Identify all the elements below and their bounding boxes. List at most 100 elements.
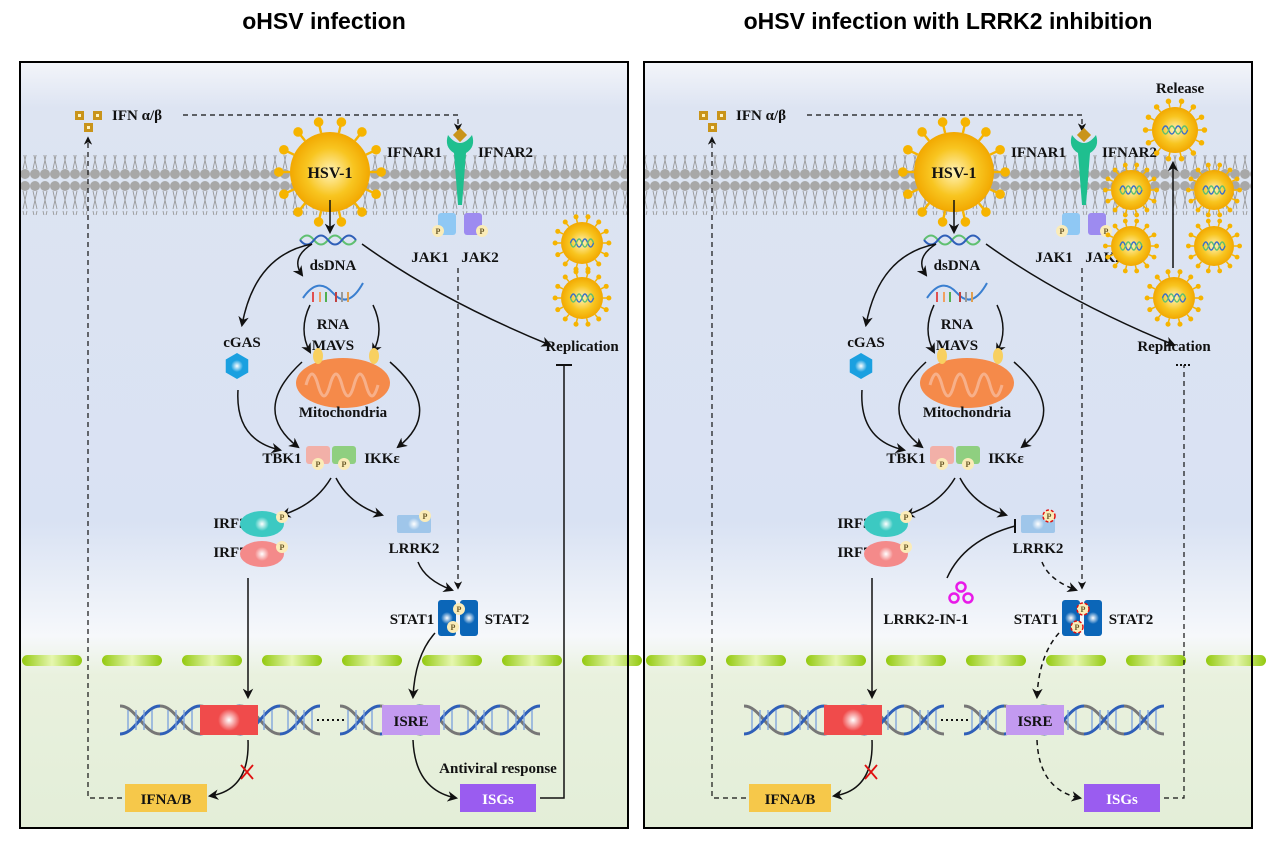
virus-spike-tip xyxy=(1198,114,1205,120)
ifnar-receptor xyxy=(1070,135,1098,205)
lrrk2-to-stat-arrow xyxy=(417,561,454,593)
mitochondria-label: Mitochondria xyxy=(299,405,388,421)
hsv1-virus: HSV-1 xyxy=(274,117,387,227)
phospho-badge: P xyxy=(312,458,324,470)
rna-label: RNA xyxy=(317,317,350,333)
lrrk2-label: LRRK2 xyxy=(1013,541,1064,557)
stat1-glow xyxy=(1065,612,1077,624)
phospho-label: P xyxy=(480,227,485,236)
ifn-molecule-core xyxy=(96,114,99,117)
dna-backbone xyxy=(339,704,381,736)
virus-spike-tip xyxy=(1237,187,1242,193)
phospho-label: P xyxy=(423,512,428,521)
isre-label: ISRE xyxy=(1017,714,1052,730)
tbk1-to-lrrk2-arrow xyxy=(335,477,385,518)
virus-spike-tip xyxy=(1205,268,1211,274)
virus-spike-tip xyxy=(1201,127,1208,133)
ikke-kinase xyxy=(956,446,980,464)
virus-spike-tip xyxy=(1105,232,1111,238)
ifnab-box xyxy=(125,784,207,812)
mitochondria-icon xyxy=(920,358,1014,408)
virus-spike-tip xyxy=(1195,263,1201,269)
ifn-bound-icon xyxy=(452,127,468,143)
virus-label: HSV-1 xyxy=(931,165,976,182)
virus-spike-tip xyxy=(917,207,927,217)
virus-spike-tip xyxy=(336,117,347,127)
released-virus xyxy=(1142,98,1208,162)
phospho-label: P xyxy=(1081,605,1086,614)
virus-spike-tip xyxy=(1147,307,1153,313)
replicating-virus xyxy=(1186,162,1242,218)
isre-label: ISRE xyxy=(393,714,428,730)
jak2-label: JAK2 xyxy=(461,250,499,266)
virus-spike-tip xyxy=(555,252,561,258)
dna-backbone xyxy=(963,704,1005,736)
virus-spike-tip xyxy=(1237,243,1242,249)
ifn-to-receptor-arrow xyxy=(183,114,463,132)
panel-frame xyxy=(643,61,1253,829)
irf3-glow xyxy=(879,517,893,531)
ifn-molecule-core xyxy=(720,114,723,117)
phospho-circle xyxy=(1076,602,1090,616)
isgs-box xyxy=(460,784,536,812)
virus-spike-tip xyxy=(1105,198,1111,204)
virus-spike-tip xyxy=(1188,198,1194,204)
mito-to-ikke-arrow xyxy=(1013,361,1045,449)
virus-spike-tip xyxy=(1154,243,1159,249)
stat2-glow xyxy=(1087,612,1099,624)
virus-spike-tip xyxy=(1153,104,1160,110)
phospho-label: P xyxy=(280,513,285,522)
virus-spike-tip xyxy=(573,214,579,220)
ifnab-label: IFNA/B xyxy=(141,792,192,808)
virus-spike-tip xyxy=(1122,218,1128,224)
virus-spike-tip xyxy=(995,189,1005,200)
lrrk2-inhibitor-molecule-icon xyxy=(955,581,967,593)
replicating-virus xyxy=(552,269,612,327)
virus-label: HSV-1 xyxy=(307,165,352,182)
ifnab-feedback-arrow xyxy=(83,136,122,799)
virus-spike-tip xyxy=(1227,263,1233,269)
virus-spike-tip xyxy=(1234,176,1240,182)
virus-spike-tip xyxy=(1217,212,1223,218)
virus-spike-tip xyxy=(1122,162,1128,168)
phospho-badge: P xyxy=(276,541,288,553)
lrrk2-to-stat-arrow xyxy=(1041,561,1078,593)
dsdna-to-replication-arrow xyxy=(361,243,552,347)
virus-spike-tip xyxy=(1134,218,1140,224)
virus-spike-tip xyxy=(603,228,609,234)
virus-spike-tip xyxy=(1178,98,1185,105)
phospho-label: P xyxy=(451,623,456,632)
phospho-circle xyxy=(419,510,431,522)
replicating-virus xyxy=(1103,162,1159,218)
stat2-label: STAT2 xyxy=(485,612,529,628)
stat2-label: STAT2 xyxy=(1109,612,1153,628)
dsdna-icon xyxy=(923,234,981,246)
virus-spike-tip xyxy=(555,283,561,289)
isgs-label: ISGs xyxy=(482,792,514,808)
mavs-icon xyxy=(369,348,379,364)
isre-to-isgs-arrow xyxy=(1036,739,1083,802)
mavs-icon xyxy=(993,348,1003,364)
virus-spike-tip xyxy=(357,207,367,217)
ifn-molecule-core xyxy=(711,126,714,129)
virus-spike-tip xyxy=(1195,167,1201,173)
ifn-molecule-core xyxy=(78,114,81,117)
irf7-label: IRF7 xyxy=(837,545,871,561)
irf7-glow xyxy=(879,547,893,561)
virus-spike-tip xyxy=(981,207,991,217)
virus-spike-tip xyxy=(1122,212,1128,218)
lrrk2-glow xyxy=(408,518,420,530)
virus-spike-tip xyxy=(1234,198,1240,204)
virus-spike-tip xyxy=(376,167,387,177)
virus-spike-tip xyxy=(937,217,948,227)
panel-title-right: oHSV infection with LRRK2 inhibition xyxy=(743,8,1153,34)
ifn-molecule-core xyxy=(87,126,90,129)
phospho-badge: P xyxy=(962,458,974,470)
virus-spike-tip xyxy=(1103,187,1108,193)
nuclear-membrane-segment xyxy=(182,655,242,666)
nuclear-membrane-segment xyxy=(886,655,946,666)
dna-backbone xyxy=(903,704,945,736)
phospho-badge: P xyxy=(1076,602,1090,616)
virus-spike-tip xyxy=(1188,232,1194,238)
phospho-label: P xyxy=(280,543,285,552)
